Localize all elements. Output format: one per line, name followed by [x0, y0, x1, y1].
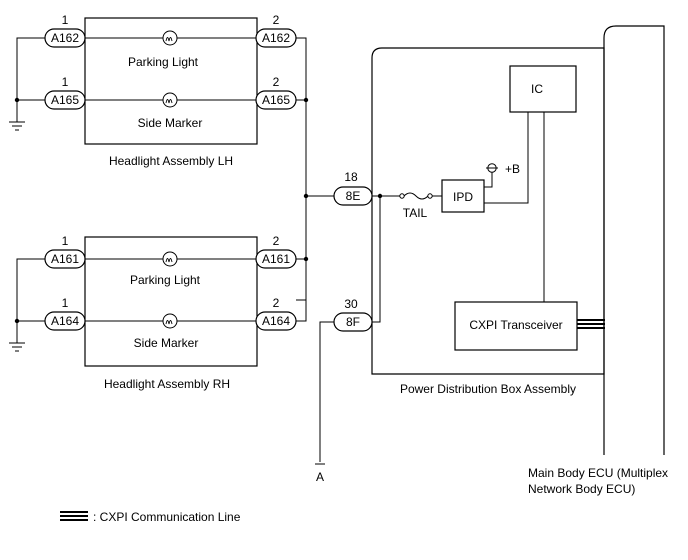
headlight-assembly-lh: Parking Light Side Marker Headlight Asse…: [9, 13, 297, 168]
svg-text:A164: A164: [51, 314, 79, 328]
svg-text:8F: 8F: [346, 315, 360, 329]
ic-box: [509, 65, 577, 113]
svg-text:A161: A161: [262, 252, 290, 266]
terminal-a-label: A: [316, 470, 324, 484]
cxpi-transceiver-label: CXPI Transceiver: [469, 318, 562, 332]
ground-rh-icon: [9, 342, 25, 352]
main-body-ecu: Main Body ECU (Multiplex Network Body EC…: [528, 25, 668, 496]
power-distribution-box: Power Distribution Box Assembly 8E 18 8F…: [333, 47, 605, 396]
headlight-rh-title: Headlight Assembly RH: [104, 377, 230, 391]
parking-light-rh-label: Parking Light: [130, 273, 201, 287]
ipd-box: [441, 179, 485, 213]
svg-text:1: 1: [62, 75, 69, 89]
legend-cxpi-line-icon: [60, 511, 88, 521]
tail-bus-wiring: [296, 37, 334, 322]
ipd-label: IPD: [453, 190, 473, 204]
svg-text:1: 1: [62, 234, 69, 248]
connector-a164-pin1: A164 1: [44, 296, 86, 331]
svg-text:30: 30: [344, 297, 358, 311]
ecu-title-line1: Main Body ECU (Multiplex: [528, 466, 668, 480]
parking-light-lh-label: Parking Light: [128, 55, 199, 69]
pdb-outline: [371, 47, 605, 375]
legend-label: : CXPI Communication Line: [93, 510, 241, 524]
ground-lh: [14, 37, 45, 122]
tail-fuse-label: TAIL: [403, 206, 428, 220]
tail-fuse-icon: [399, 192, 433, 200]
power-terminal-icon: [486, 163, 498, 173]
cxpi-transceiver-box: [454, 301, 578, 351]
connector-a162-pin1: A162 1: [44, 13, 86, 48]
svg-text:A165: A165: [262, 93, 290, 107]
svg-text:2: 2: [273, 75, 280, 89]
parking-light-rh-bulb-icon: [162, 251, 178, 267]
svg-text:18: 18: [344, 170, 358, 184]
side-marker-lh-label: Side Marker: [138, 116, 203, 130]
power-label: +B: [505, 162, 520, 176]
connector-8e: 8E 18: [333, 170, 373, 206]
connector-a164-pin2: A164 2: [255, 296, 297, 331]
ecu-outline: [603, 25, 665, 455]
svg-text:8E: 8E: [346, 189, 361, 203]
svg-text:A161: A161: [51, 252, 79, 266]
headlight-assembly-rh: Parking Light Side Marker Headlight Asse…: [9, 234, 297, 391]
svg-text:2: 2: [273, 296, 280, 310]
terminal-a-wiring: A: [315, 321, 334, 484]
cxpi-communication-line: [577, 319, 605, 329]
parking-light-lh-bulb-icon: [162, 30, 178, 46]
side-marker-lh-bulb-icon: [162, 92, 178, 108]
svg-text:1: 1: [62, 13, 69, 27]
svg-text:A164: A164: [262, 314, 290, 328]
connector-a161-pin2: A161 2: [255, 234, 297, 269]
pdb-title: Power Distribution Box Assembly: [400, 382, 576, 396]
side-marker-rh-bulb-icon: [162, 313, 178, 329]
svg-text:A162: A162: [262, 31, 290, 45]
headlight-lh-title: Headlight Assembly LH: [109, 154, 233, 168]
svg-text:A162: A162: [51, 31, 79, 45]
svg-text:A165: A165: [51, 93, 79, 107]
svg-text:2: 2: [273, 13, 280, 27]
side-marker-rh-label: Side Marker: [134, 336, 199, 350]
connector-a165-pin2: A165 2: [255, 75, 297, 110]
connector-a165-pin1: A165 1: [44, 75, 86, 110]
ic-label: IC: [531, 82, 543, 96]
connector-a161-pin1: A161 1: [44, 234, 86, 269]
svg-text:1: 1: [62, 296, 69, 310]
ecu-title-line2: Network Body ECU): [528, 482, 635, 496]
connector-8f: 8F 30: [333, 297, 373, 332]
connector-a162-pin2: A162 2: [255, 13, 297, 48]
svg-text:2: 2: [273, 234, 280, 248]
legend: : CXPI Communication Line: [60, 510, 241, 524]
ground-lh-icon: [9, 121, 25, 131]
ground-rh: [14, 258, 45, 343]
